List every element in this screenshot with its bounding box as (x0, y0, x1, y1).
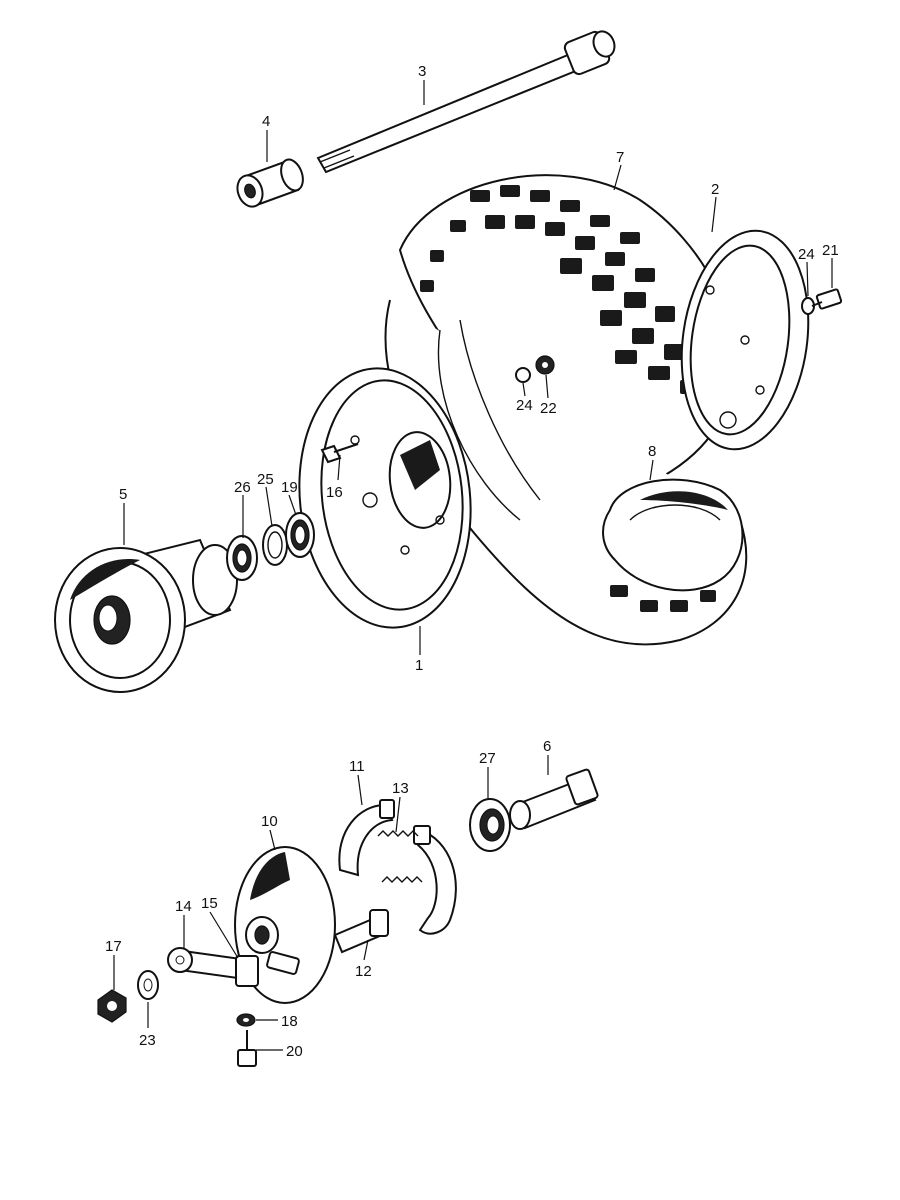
label-part-20: 20 (286, 1043, 303, 1060)
axle-bolt (316, 30, 616, 174)
label-part-25: 25 (257, 471, 274, 488)
label-part-16: 16 (326, 484, 343, 501)
label-part-14: 14 (175, 898, 192, 915)
part-labels: 3 4 7 2 24 21 24 22 8 16 5 26 25 19 1 6 … (105, 63, 839, 1060)
label-part-18: 18 (281, 1013, 298, 1030)
wheel-bearing-26 (226, 535, 258, 581)
brake-shoe-lower (413, 825, 457, 935)
lock-washer-18 (236, 1013, 256, 1027)
wheel-bearing-27 (469, 798, 511, 852)
label-part-17: 17 (105, 938, 122, 955)
label-part-15: 15 (201, 895, 218, 912)
brake-panel (234, 846, 336, 1004)
label-part-2: 2 (711, 181, 719, 198)
tire-tread (420, 185, 716, 612)
brake-spring-lower (381, 876, 423, 883)
brake-shoe-upper (338, 799, 395, 877)
label-part-8: 8 (648, 443, 656, 460)
brake-drum-hub (54, 538, 238, 693)
washer-24-inner (515, 367, 531, 383)
label-part-11: 11 (349, 758, 365, 775)
axle-sleeve (509, 768, 599, 830)
axle-nut (97, 989, 127, 1023)
bolt-21 (811, 288, 843, 310)
label-part-21: 21 (822, 242, 839, 259)
rim-half-left (298, 367, 472, 629)
label-part-10: 10 (261, 813, 278, 830)
brake-cam (333, 909, 389, 954)
bolt-20 (237, 1030, 257, 1067)
brake-arm (167, 947, 259, 987)
inner-tube (602, 478, 744, 592)
label-part-24-outer: 24 (798, 246, 815, 263)
label-part-4: 4 (262, 113, 270, 130)
label-part-19: 19 (281, 479, 298, 496)
label-part-24-inner: 24 (516, 397, 533, 414)
label-part-22: 22 (540, 400, 557, 417)
label-part-26: 26 (234, 479, 251, 496)
label-part-23: 23 (139, 1032, 156, 1049)
label-part-13: 13 (392, 780, 409, 797)
leader-lines (113, 80, 833, 1051)
label-part-12: 12 (355, 963, 372, 980)
brake-spring-upper (377, 830, 419, 837)
spacer-ring-25 (262, 524, 288, 566)
label-part-5: 5 (119, 486, 127, 503)
label-part-7: 7 (616, 149, 624, 166)
oil-seal-19 (285, 512, 315, 558)
label-part-3: 3 (418, 63, 426, 80)
axle-washer (137, 970, 159, 1000)
nut-22 (535, 355, 555, 375)
label-part-6: 6 (543, 738, 551, 755)
spacer-collar (236, 158, 304, 208)
label-part-27: 27 (479, 750, 496, 767)
label-part-1: 1 (415, 657, 423, 674)
rim-half-right (680, 229, 810, 451)
